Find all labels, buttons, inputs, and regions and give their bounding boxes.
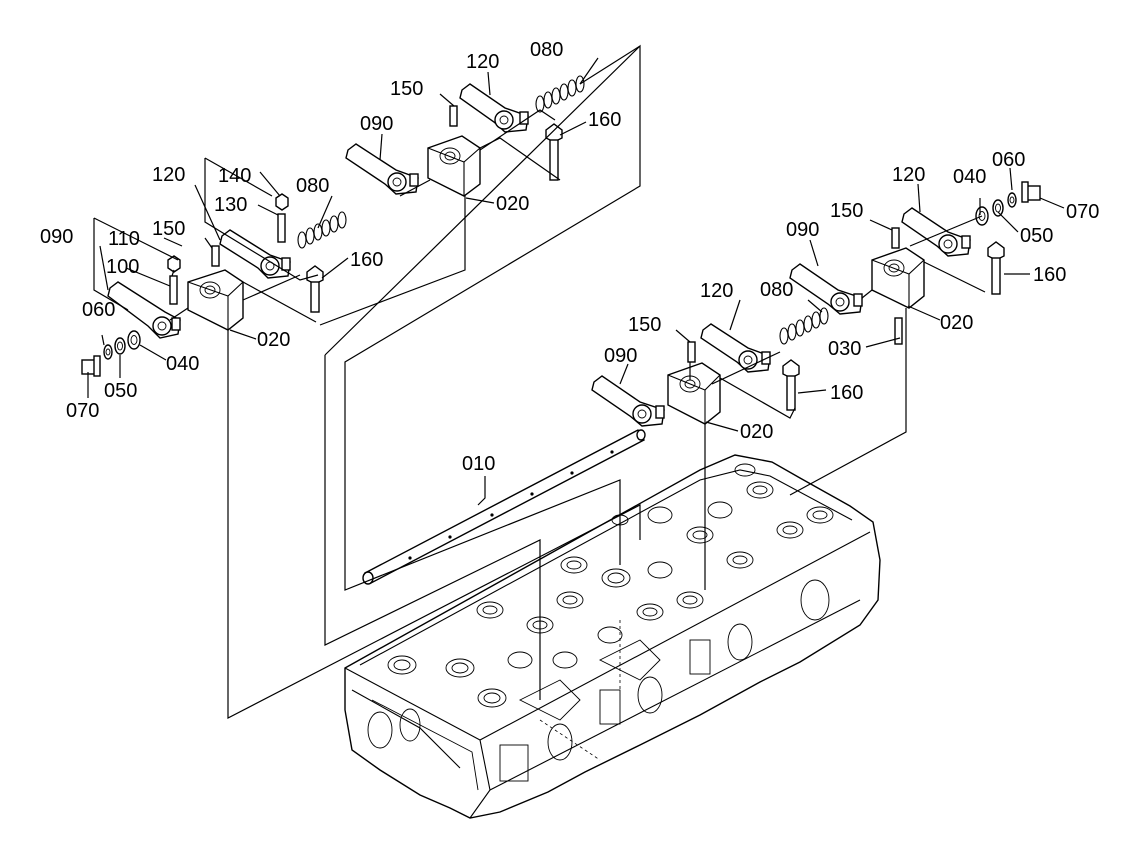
rocker-arm-120-upper [459,83,529,133]
label-120-upper: 120 [466,51,499,73]
pin-150-right [891,227,900,249]
label-020-upper: 020 [496,193,529,215]
label-070-right: 070 [1066,201,1099,223]
bolt-160-right [987,241,1005,295]
label-110: 110 [108,228,140,250]
label-040-left: 040 [166,353,199,375]
label-050-left: 050 [104,380,137,402]
bolt-160-left [306,265,324,313]
label-150-upper: 150 [390,78,423,100]
rocker-arm-090-left [107,281,181,339]
pin-150-center [687,341,696,363]
label-010: 010 [462,453,495,475]
assembly-lines [93,44,986,719]
pin-030 [894,317,903,345]
label-150-left: 150 [152,218,185,240]
label-080-center: 080 [760,279,793,301]
part-labels: 010 020 020 020 020 030 040 040 050 050 … [40,39,1099,475]
label-090-left: 090 [40,226,73,248]
label-040-right: 040 [953,166,986,188]
washer-left-060 [103,344,113,360]
plug-left-070 [81,355,101,377]
rocker-arm-090-upper [345,143,419,195]
label-100: 100 [106,256,139,278]
label-150-right: 150 [830,200,863,222]
label-090-right: 090 [786,219,819,241]
label-060-left: 060 [82,299,115,321]
label-130: 130 [214,194,247,216]
label-090-center: 090 [604,345,637,367]
label-090-upper: 090 [360,113,393,135]
rocker-arm-090-center [591,375,665,427]
rocker-shaft [362,429,646,585]
rocker-arm-120-right [901,207,971,257]
spring-080-center [779,307,829,345]
bolt-160-center [782,359,800,411]
label-030: 030 [828,338,861,360]
label-160-right: 160 [1033,264,1066,286]
rocker-bracket-left [187,269,244,331]
plug-right-070 [1021,181,1041,203]
spring-080-upper [535,75,585,113]
label-080-left: 080 [296,175,329,197]
pin-150-left [211,245,220,267]
rocker-bracket-center [667,362,721,425]
label-020-right: 020 [940,312,973,334]
label-050-right: 050 [1020,225,1053,247]
pin-150-upper [449,105,458,127]
washer-left-050 [114,337,126,355]
adjust-screw-100 [169,275,178,305]
cylinder-head [344,454,881,819]
washer-left-040 [127,330,141,350]
label-070-left: 070 [66,400,99,422]
label-160-upper: 160 [588,109,621,131]
label-160-center: 160 [830,382,863,404]
label-120-center: 120 [700,280,733,302]
label-120-right: 120 [892,164,925,186]
label-160-left: 160 [350,249,383,271]
leader-lines [87,57,1065,506]
adjust-screw-130 [277,213,286,243]
spring-080-left [297,211,347,249]
bolt-160-upper [545,123,563,181]
label-120-left: 120 [152,164,185,186]
label-060-right: 060 [992,149,1025,171]
label-150-center: 150 [628,314,661,336]
label-080-upper: 080 [530,39,563,61]
label-020-left: 020 [257,329,290,351]
rocker-bracket-upper [427,135,481,197]
nut-140 [275,193,289,211]
rocker-bracket-right [871,247,925,309]
washer-right-050 [992,199,1004,217]
rocker-arm-090-right [789,263,863,315]
washer-right-060 [1007,192,1017,208]
label-020-center: 020 [740,421,773,443]
rocker-arm-120-center [700,323,771,373]
label-140: 140 [218,165,251,187]
